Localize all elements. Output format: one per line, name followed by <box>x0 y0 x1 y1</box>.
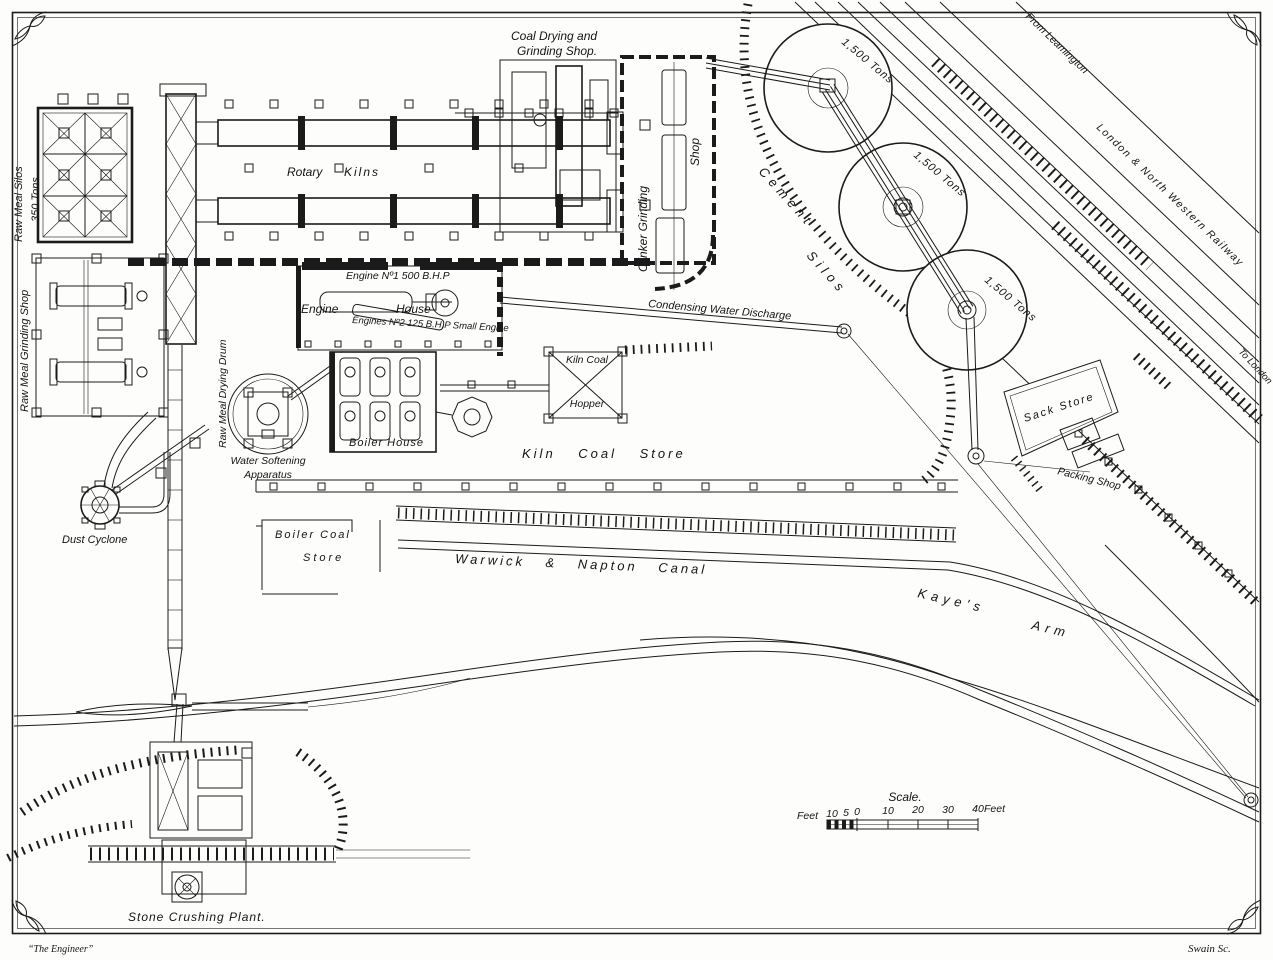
publication-credit: “The Engineer” <box>28 944 94 955</box>
raw-meal-grinding-shop-label: Raw Meal Grinding Shop <box>19 290 31 412</box>
boiler-coal-store <box>256 519 381 595</box>
engine-word-label: Engine <box>301 302 339 316</box>
kayes-label: Kaye's <box>916 585 986 615</box>
cement-silos-label-word2: Silos <box>804 248 851 298</box>
scale-tick-5: 5 <box>843 807 849 819</box>
raw-meal-grinding-shop <box>31 253 169 489</box>
coal-drying-shop-label-line1: Coal Drying and <box>511 29 597 43</box>
raw-meal-silos-label: Raw Meal Silos <box>13 166 25 242</box>
canal <box>13 505 1260 823</box>
stone-crushing-plant-label: Stone Crushing Plant. <box>128 910 266 924</box>
kiln-coal-store-label: Kiln Coal Store <box>522 446 686 461</box>
clinker-shop-label: Shop <box>688 138 702 166</box>
scale-bar <box>826 818 979 831</box>
raw-meal-drying-drum <box>155 345 201 701</box>
boiler-coal-store-label-line2: Store <box>303 552 344 564</box>
raw-meal-silos-capacity-label: 350 Tons <box>30 177 42 222</box>
water-softening-label-line2: Apparatus <box>243 469 293 481</box>
condensing-water-line <box>499 296 852 339</box>
elevator-column <box>159 83 207 345</box>
kiln-coal-hopper-label-line1: Kiln Coal <box>566 354 609 366</box>
coal-drying-shop-label-line2: Grinding Shop. <box>517 44 597 58</box>
boiler-house-label: Boiler House <box>349 437 424 449</box>
packing-shop <box>1059 417 1125 469</box>
scale-feet-right: Feet <box>984 803 1006 815</box>
cement-silos-label-word1: Cement <box>756 164 818 230</box>
house-word-label: House <box>396 302 431 316</box>
scale-tick-40: 40 <box>972 803 984 815</box>
engraver-credit: Swain Sc. <box>1188 943 1231 955</box>
cement-silos <box>763 23 1028 371</box>
railway-from-leamington-label: From Leamington <box>1023 11 1091 77</box>
kiln-coal-hopper <box>440 341 713 424</box>
scale-tick-20: 20 <box>911 804 924 816</box>
rotary-kilns <box>195 99 624 241</box>
boiler-coal-store-label-line1: Boiler Coal <box>275 529 351 541</box>
dust-cyclone <box>80 424 210 530</box>
scale-tick-10l: 10 <box>826 808 838 820</box>
engine-no1-label: Engine Nº1 500 B.H.P <box>346 270 450 282</box>
scale-feet-left: Feet <box>797 810 819 822</box>
border-frame <box>11 11 1262 935</box>
rotary-label: Rotary <box>287 165 323 179</box>
stone-crushing-plant <box>6 693 470 903</box>
scale-tick-0: 0 <box>854 806 860 818</box>
scale-tick-10r: 10 <box>882 805 894 817</box>
kilns-label: Kilns <box>344 165 380 179</box>
coal-store-tramway <box>255 479 958 493</box>
boiler-house <box>329 351 493 453</box>
engine-no2-label: Engines Nº2 125 B.H.P Small Engine <box>352 315 509 334</box>
coal-drying-shop <box>455 59 619 233</box>
kiln-coal-hopper-label-line2: Hopper <box>570 398 605 410</box>
engine-house <box>296 262 503 351</box>
arm-label: Arm <box>1029 617 1071 641</box>
water-softening-apparatus <box>227 365 334 455</box>
raw-meal-silos <box>36 93 134 244</box>
scale-title: Scale. <box>888 790 921 804</box>
scale-tick-30: 30 <box>942 804 954 816</box>
sack-store <box>1003 352 1172 493</box>
railway-name-label: London & North Western Railway <box>1094 122 1246 270</box>
condensing-water-label: Condensing Water Discharge <box>648 298 792 322</box>
clinker-grinding-shop <box>620 55 716 291</box>
clinker-grinding-label: Clinker Grinding <box>636 186 650 272</box>
water-softening-label-line1: Water Softening <box>230 455 305 467</box>
raw-meal-drying-drum-label: Raw Meal Drying Drum <box>217 339 229 448</box>
silo-tramway-loop <box>739 3 956 487</box>
conveyor-corridor <box>128 258 656 356</box>
silo-conveyor-gantry <box>705 57 1259 808</box>
dust-cyclone-label: Dust Cyclone <box>62 534 127 546</box>
